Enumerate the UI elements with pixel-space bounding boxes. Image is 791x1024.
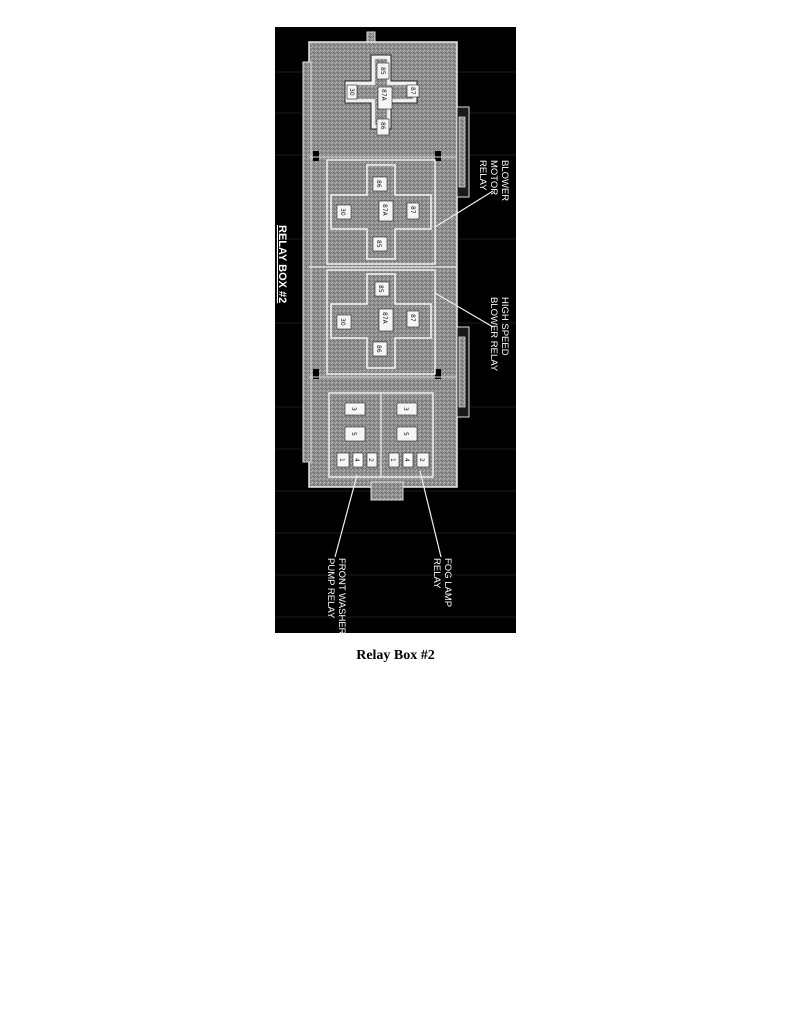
leader-lines <box>334 190 494 558</box>
hs-relay-terminal-30: 30 <box>339 318 346 326</box>
blower-motor-relay-socket: 86 30 87A 87 85 <box>326 159 436 265</box>
blower-motor-relay-label-line-2: MOTOR <box>488 160 499 195</box>
mini-relay-sockets: 3 5 1 4 2 3 5 1 4 2 <box>328 392 434 478</box>
high-speed-blower-relay-label-line-1: HIGH SPEED <box>499 297 510 356</box>
blower-relay-terminal-86: 86 <box>375 180 382 188</box>
relay-box-title: RELAY BOX #2 <box>276 225 288 303</box>
top-relay-terminal-30: 30 <box>348 88 355 96</box>
top-relay-terminal-86: 86 <box>379 122 386 130</box>
right-mini-terminal-5: 5 <box>402 432 409 436</box>
fog-lamp-relay-label-line-1: FOG LAMP <box>442 558 453 607</box>
high-speed-blower-relay-socket: 85 30 87A 87 86 <box>326 269 436 375</box>
blower-motor-relay-label: BLOWER MOTOR RELAY <box>477 160 510 201</box>
left-mini-terminal-4: 4 <box>353 458 360 462</box>
hs-relay-terminal-85: 85 <box>377 285 384 293</box>
blower-motor-relay-label-line-1: BLOWER <box>499 160 510 201</box>
blower-motor-relay-label-line-3: RELAY <box>477 160 488 191</box>
hs-relay-terminal-86: 86 <box>375 345 382 353</box>
front-washer-pump-relay-label-line-2: PUMP RELAY <box>325 558 336 619</box>
high-speed-blower-relay-label-line-2: BLOWER RELAY <box>488 297 499 372</box>
right-mini-terminal-1: 1 <box>389 458 396 462</box>
blower-relay-terminal-87a: 87A <box>381 204 388 217</box>
figure-caption: Relay Box #2 <box>356 648 435 663</box>
fog-lamp-relay-label: FOG LAMP RELAY <box>431 558 453 607</box>
blower-relay-terminal-87: 87 <box>409 206 416 214</box>
front-washer-pump-relay-label: FRONT WASHER PUMP RELAY <box>325 558 347 633</box>
right-mini-terminal-3: 3 <box>402 407 409 411</box>
left-mini-terminal-5: 5 <box>350 432 357 436</box>
front-washer-pump-relay-label-line-1: FRONT WASHER <box>336 558 347 633</box>
relay-box-diagram: 85 30 87A 87 86 86 30 87A 87 85 <box>275 27 516 633</box>
left-mini-terminal-1: 1 <box>338 458 345 462</box>
top-relay-terminal-87a: 87A <box>380 89 387 102</box>
top-relay-terminal-85: 85 <box>379 67 386 75</box>
hs-relay-terminal-87: 87 <box>409 314 416 322</box>
relay-socket-top: 85 30 87A 87 86 <box>344 54 420 136</box>
left-mini-terminal-3: 3 <box>350 407 357 411</box>
relay-box-svg: 85 30 87A 87 86 86 30 87A 87 85 <box>275 31 516 633</box>
right-mini-terminal-2: 2 <box>418 458 425 462</box>
top-relay-terminal-87: 87 <box>409 87 416 95</box>
blower-relay-terminal-30: 30 <box>339 208 346 216</box>
high-speed-blower-relay-label: HIGH SPEED BLOWER RELAY <box>488 297 510 372</box>
left-mini-terminal-2: 2 <box>367 458 374 462</box>
right-mini-terminal-4: 4 <box>403 458 410 462</box>
fog-lamp-relay-label-line-2: RELAY <box>431 558 442 589</box>
blower-relay-terminal-85: 85 <box>375 240 382 248</box>
hs-relay-terminal-87a: 87A <box>381 312 388 325</box>
